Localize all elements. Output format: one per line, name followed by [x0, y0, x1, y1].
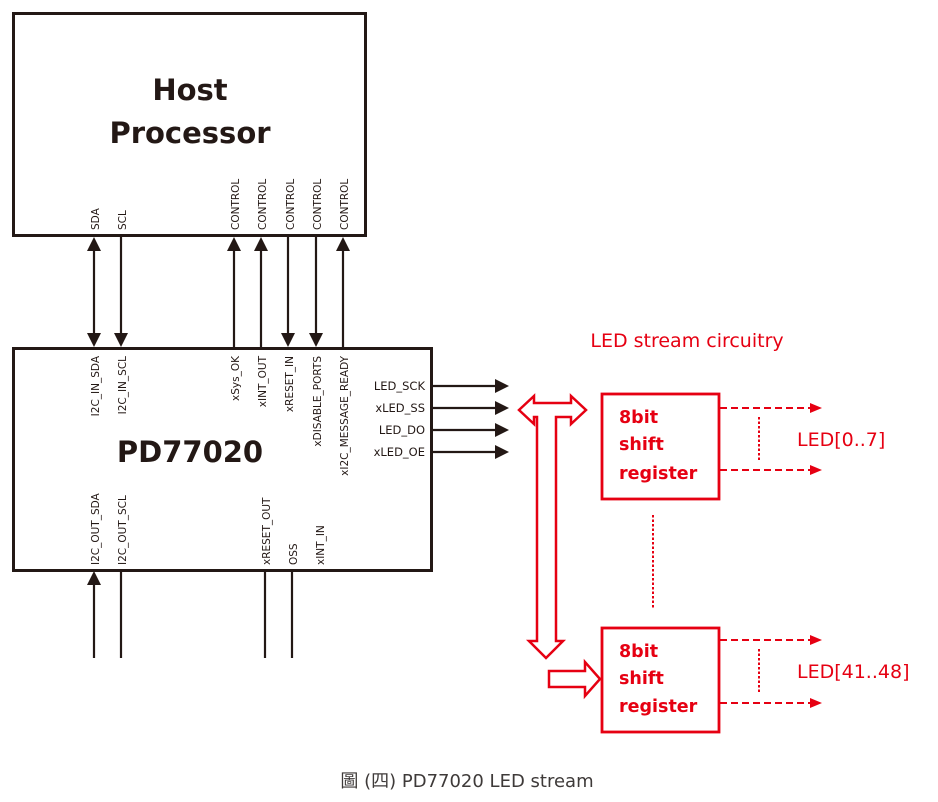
xint-out-up-arrow-icon [254, 237, 268, 251]
shift-register-2: 8bit shift register LED[41..48] [600, 626, 909, 734]
host-pin-control-2: CONTROL [257, 179, 269, 230]
reg2-output-top-arrow-icon [810, 635, 822, 645]
chip-pin-xi2c-message-ready: xI2C_MESSAGE_READY [339, 355, 351, 475]
shift-register-2-box [600, 626, 721, 734]
host-chip-connections [87, 237, 350, 347]
host-processor-block: Host Processor SDA SCL CONTROL CONTROL C… [12, 12, 367, 237]
host-title-line1: Host [152, 73, 227, 107]
shift-register-1-line2: shift [619, 435, 664, 455]
bus-right-arrow-icon [547, 658, 602, 700]
chip-pin-i2c-out-sda: I2C_OUT_SDA [90, 492, 102, 565]
i2c-out-sda-up-arrow-icon [87, 571, 101, 585]
led-sck-arrow-icon [495, 379, 509, 393]
bus-double-arrow-icon [517, 393, 588, 660]
reg1-output-bottom-arrow-icon [810, 465, 822, 475]
reg1-output-label: LED[0..7] [797, 429, 885, 451]
pd77020-box [12, 347, 433, 572]
led-stream-circuitry: LED stream circuitry 8bit shift register… [517, 330, 909, 734]
host-processor-box [12, 12, 367, 237]
chip-pin-xsys-ok: xSys_OK [230, 355, 242, 401]
led-do-arrow-icon [495, 423, 509, 437]
chip-pin-led-do: LED_DO [379, 423, 425, 437]
host-pin-control-4: CONTROL [312, 179, 324, 230]
shift-register-1: 8bit shift register LED[0..7] [600, 392, 885, 501]
chip-title: PD77020 [117, 435, 263, 469]
shift-register-1-line1: 8bit [619, 408, 658, 428]
xled-oe-arrow-icon [495, 445, 509, 459]
host-pin-control-3: CONTROL [285, 179, 297, 230]
chip-pin-xled-oe: xLED_OE [374, 445, 425, 459]
chip-pin-xreset-out: xRESET_OUT [261, 497, 273, 565]
shift-register-2-line3: register [619, 697, 698, 717]
sda-down-arrow-icon [87, 333, 101, 347]
reg2-output-label: LED[41..48] [797, 661, 909, 683]
reg2-output-bottom-arrow-icon [810, 698, 822, 708]
chip-pin-i2c-out-scl: I2C_OUT_SCL [117, 495, 129, 565]
led-stream-title: LED stream circuitry [590, 330, 783, 352]
xreset-in-down-arrow-icon [281, 333, 295, 347]
shift-register-2-line2: shift [619, 669, 664, 689]
host-pin-control-5: CONTROL [339, 179, 351, 230]
host-pin-scl: SCL [117, 210, 129, 230]
host-pin-sda: SDA [90, 207, 102, 230]
host-pin-control-1: CONTROL [230, 179, 242, 230]
chip-pin-oss: OSS [288, 543, 300, 565]
chip-pin-xdisable-ports: xDISABLE_PORTS [312, 356, 324, 447]
scl-down-arrow-icon [114, 333, 128, 347]
figure-caption: 圖 (四) PD77020 LED stream [340, 771, 593, 792]
pd77020-block: PD77020 I2C_IN_SDA I2C_IN_SCL xSys_OK xI… [12, 347, 433, 572]
sda-up-arrow-icon [87, 237, 101, 251]
shift-register-1-box [600, 392, 721, 501]
host-title-line2: Processor [109, 116, 271, 150]
chip-pin-xint-in: xINT_IN [315, 525, 327, 565]
chip-pin-i2c-in-sda: I2C_IN_SDA [90, 355, 102, 416]
shift-register-2-line1: 8bit [619, 642, 658, 662]
chip-pin-xled-ss: xLED_SS [375, 401, 425, 415]
chip-pin-i2c-in-scl: I2C_IN_SCL [117, 356, 129, 415]
chip-pin-xreset-in: xRESET_IN [284, 356, 296, 412]
xdisable-ports-down-arrow-icon [309, 333, 323, 347]
xled-ss-arrow-icon [495, 401, 509, 415]
led-output-arrows [432, 379, 509, 459]
chip-pin-xint-out: xINT_OUT [257, 355, 269, 407]
xsys-ok-up-arrow-icon [227, 237, 241, 251]
chip-bottom-connections [87, 571, 294, 658]
reg1-output-top-arrow-icon [810, 403, 822, 413]
xi2c-message-ready-up-arrow-icon [336, 237, 350, 251]
shift-register-1-line3: register [619, 464, 698, 484]
chip-pin-led-sck: LED_SCK [374, 379, 426, 393]
